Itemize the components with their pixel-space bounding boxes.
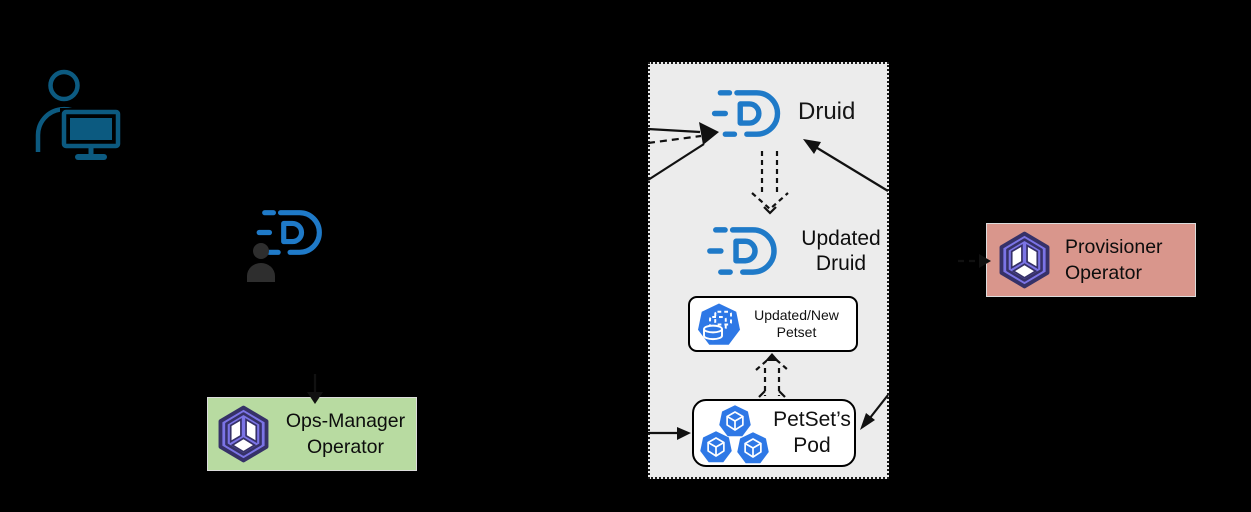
operator-cube-icon: [216, 405, 271, 463]
petset-pod-box: PetSet’s Pod: [692, 399, 856, 467]
updated-petset-label: Updated/New Petset: [754, 307, 839, 340]
druid-logo: [706, 224, 788, 278]
person-icon: [244, 242, 278, 282]
provisioner-operator-box: Provisioner Operator: [986, 223, 1196, 297]
operator-cube-icon: [997, 231, 1052, 289]
updated-druid-label: Updated Druid: [801, 227, 881, 275]
updated-petset-box: Updated/New Petset: [688, 296, 858, 352]
pod-icon: [735, 431, 771, 465]
user-workstation-icon: [33, 68, 125, 164]
druid-logo: [711, 87, 791, 140]
provisioner-operator-label: Provisioner Operator: [1065, 236, 1163, 284]
ops-manager-operator-box: Ops-Manager Operator: [207, 397, 417, 471]
petset-pod-label: PetSet’s Pod: [773, 408, 851, 457]
statefulset-icon: [695, 302, 743, 347]
druid-label: Druid: [798, 98, 856, 125]
ops-manager-operator-label: Ops-Manager Operator: [285, 410, 406, 458]
pod-icon: [698, 430, 734, 464]
